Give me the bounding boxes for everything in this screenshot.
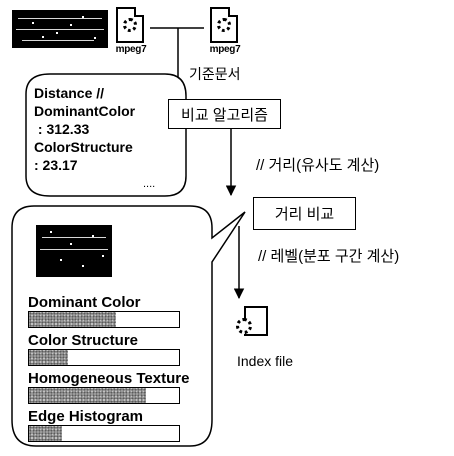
feature-label: Color Structure (28, 332, 139, 349)
reference-file-label: mpeg7 (209, 44, 241, 55)
gear-icon (217, 18, 231, 32)
feature-level-fill (29, 312, 116, 327)
result-image (36, 225, 112, 277)
feature-label: Homogeneous Texture (28, 370, 190, 387)
reference-document-caption: 기준문서 (189, 66, 241, 82)
feature-item: Color Structure (28, 332, 180, 366)
compare-algorithm-box[interactable]: 비교 알고리즘 (168, 99, 281, 129)
gear-icon (123, 18, 137, 32)
feature-label: Dominant Color (28, 294, 141, 311)
feature-level-bar (28, 387, 180, 404)
distance-bubble-outline (25, 73, 198, 197)
distance-line: : 312.33 (34, 121, 90, 137)
distance-ellipsis: .... (143, 178, 156, 190)
distance-bubble-text: Distance // DominantColor : 312.33 Color… (34, 84, 135, 174)
distance-line: ColorStructure (34, 139, 133, 155)
index-file-label: Index file (237, 353, 294, 369)
distance-line: : 23.17 (34, 157, 78, 173)
distance-line: Distance // (34, 85, 105, 101)
feature-level-bar (28, 311, 180, 328)
query-mpeg7-file-icon[interactable]: mpeg7 (110, 7, 152, 59)
feature-level-fill (29, 426, 62, 441)
feature-item: Homogeneous Texture (28, 370, 189, 404)
query-file-label: mpeg7 (115, 44, 147, 55)
level-calculation-note: // 레벨(분포 구간 계산) (258, 248, 400, 265)
feature-level-bar (28, 425, 180, 442)
query-image (12, 10, 108, 48)
feature-label: Edge Histogram (28, 408, 144, 425)
distance-calculation-note: // 거리(유사도 계산) (256, 157, 380, 174)
distance-compare-box[interactable]: 거리 비교 (253, 197, 356, 230)
document-icon (116, 7, 144, 43)
distance-line: DominantColor (34, 103, 136, 119)
feature-level-fill (29, 388, 146, 403)
feature-level-fill (29, 350, 68, 365)
feature-level-bar (28, 349, 180, 366)
feature-item: Dominant Color (28, 294, 180, 328)
index-file-icon[interactable] (236, 304, 272, 344)
gear-icon (236, 318, 252, 334)
reference-mpeg7-file-icon[interactable]: mpeg7 (204, 7, 246, 59)
feature-item: Edge Histogram (28, 408, 180, 442)
